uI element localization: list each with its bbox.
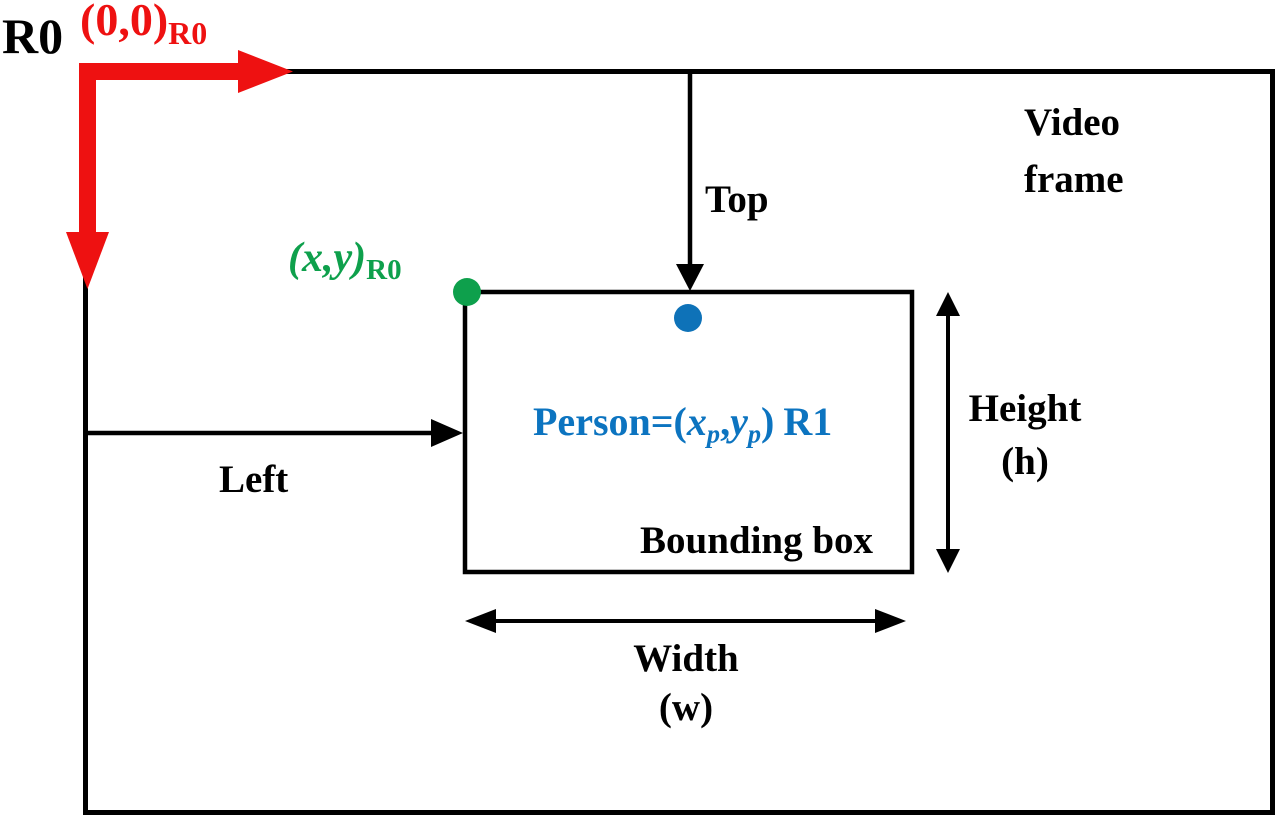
corner-point-coords-text: (x,y) <box>288 235 367 281</box>
origin-ref-subscript: R0 <box>168 14 208 51</box>
width-label-line2: (w) <box>658 686 714 729</box>
corner-point-dot <box>453 278 481 306</box>
person-x-symbol: x <box>686 399 707 444</box>
height-arrow-head-top <box>936 292 960 316</box>
height-label-line1: Height <box>968 387 1082 430</box>
corner-point-ref-subscript: R0 <box>366 254 402 287</box>
origin-label: (0,0)R0 <box>80 0 207 59</box>
left-arrow-head <box>431 419 463 447</box>
person-label-close: ) <box>761 399 775 444</box>
bounding-box-rect <box>462 289 915 575</box>
person-comma: , <box>720 399 731 444</box>
height-label-line2: (h) <box>1001 440 1049 483</box>
origin-y-axis-arrowhead <box>66 232 109 289</box>
origin-y-axis-shaft <box>79 63 96 234</box>
video-frame-rect <box>83 69 1275 815</box>
person-label-prefix: Person=( <box>533 399 687 444</box>
width-arrow-head-left <box>465 609 496 633</box>
width-label-line1: Width <box>633 637 739 680</box>
height-arrow-head-bottom <box>936 549 960 573</box>
left-label: Left <box>219 458 289 501</box>
person-point-dot <box>674 304 702 332</box>
video-frame-label: Video frame <box>1024 94 1124 208</box>
person-ref-text: R1 <box>783 399 833 444</box>
bounding-box-label: Bounding box <box>640 519 874 562</box>
person-label: Person=(xp,yp)R1 <box>533 399 832 449</box>
origin-coords-text: (0,0) <box>80 0 169 45</box>
top-label: Top <box>705 178 769 221</box>
origin-x-axis-arrowhead <box>238 50 293 93</box>
person-y-symbol: y <box>730 399 748 444</box>
video-frame-label-line2: frame <box>1024 158 1124 201</box>
person-x-subscript: p <box>706 418 721 449</box>
person-y-subscript: p <box>747 418 762 449</box>
origin-x-axis-shaft <box>79 63 240 80</box>
corner-point-label: (x,y)R0 <box>288 234 402 287</box>
frame-ref-label: R0 <box>2 8 64 64</box>
width-label: Width (w) <box>601 634 771 732</box>
width-arrow-head-right <box>875 609 906 633</box>
height-label: Height (h) <box>952 382 1098 488</box>
top-arrow-head <box>676 264 704 291</box>
video-frame-label-line1: Video <box>1024 101 1121 144</box>
